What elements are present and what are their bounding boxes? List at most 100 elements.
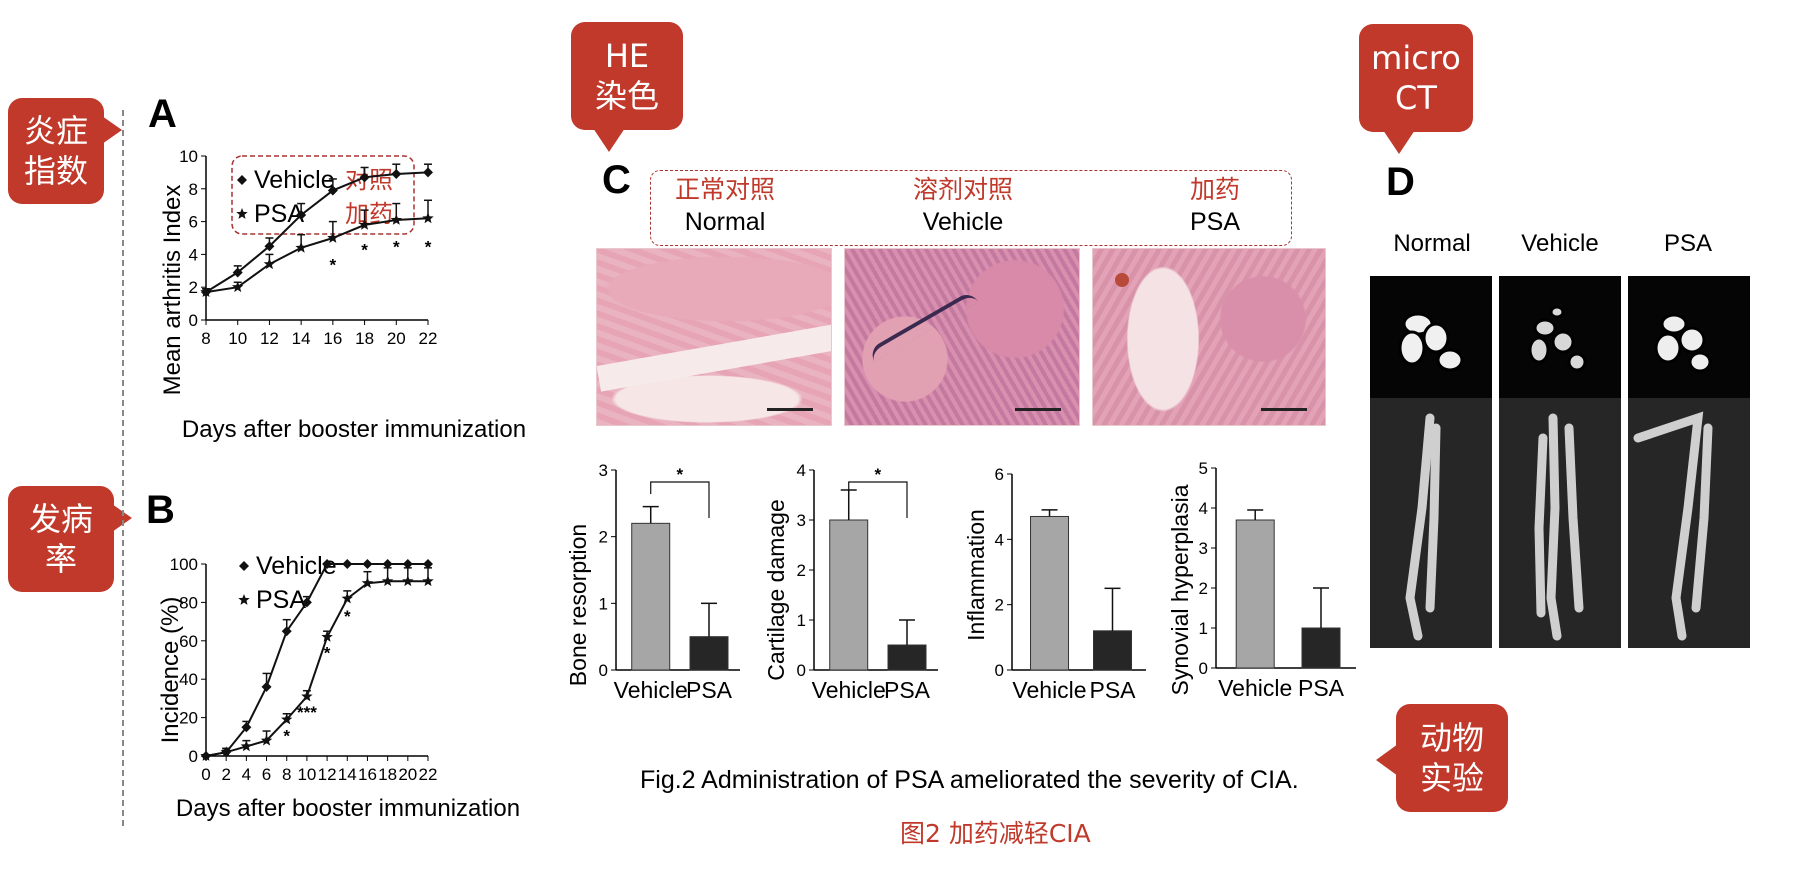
- chart-a-point-vehicle: [327, 185, 338, 196]
- chart-b-x-tick-label: 6: [262, 765, 271, 784]
- chart-b-x-tick-label: 4: [242, 765, 251, 784]
- chart-b-x-tick-label: 0: [201, 765, 210, 784]
- bar-c1-category-label: PSA: [686, 677, 733, 703]
- bar-c1-y-tick-label: 1: [599, 594, 608, 613]
- bar-c2-y-tick-label: 4: [797, 461, 806, 480]
- chart-a-legend-cn-vehicle: 对照: [345, 167, 393, 194]
- panel-c-group-psa-cn: 加药: [1189, 175, 1240, 204]
- microct-normal-image: [1370, 276, 1492, 648]
- chart-b-xlabel: Days after booster immunization: [176, 795, 520, 822]
- bar-c4-ylabel: Synovial hyperplasia: [1167, 484, 1193, 695]
- chart-b-point-psa: [260, 734, 273, 746]
- bar-c1-y-tick-label: 2: [599, 528, 608, 547]
- chart-b-legend-vehicle: Vehicle: [256, 552, 337, 580]
- section-divider: [122, 110, 124, 826]
- bar-c2-ylabel: Cartilage damage: [763, 499, 789, 681]
- chart-b-y-tick-label: 20: [179, 709, 198, 728]
- chart-b-significance-mark: *: [283, 726, 290, 745]
- chart-a-y-tick-label: 4: [189, 245, 198, 264]
- chart-b-x-tick-label: 16: [358, 765, 377, 784]
- bar-c2-category-label: Vehicle: [812, 677, 886, 703]
- panel-letter-c: C: [602, 158, 631, 202]
- bar-c1-ylabel: Bone resorption: [565, 524, 591, 686]
- bar-c3-y-tick-label: 2: [995, 596, 1004, 615]
- chart-a-point-vehicle: [391, 169, 402, 180]
- chart-b-point-psa: [200, 750, 212, 761]
- bar-c3-bar-vehicle: [1030, 515, 1070, 671]
- chart-a-xlabel: Days after booster immunization: [182, 416, 526, 443]
- chart-a-legend-psa: PSA: [254, 200, 304, 228]
- bar-c2-significance-mark: *: [875, 465, 882, 484]
- chart-a-point-psa: [263, 258, 276, 270]
- chart-b-point-vehicle: [382, 559, 393, 569]
- chart-b-x-tick-label: 20: [398, 765, 417, 784]
- chart-a-point-psa: [358, 218, 371, 230]
- chart-b-point-psa: [240, 740, 253, 752]
- bar-c4-y-tick-label: 3: [1199, 539, 1208, 558]
- chart-b-y-tick-label: 100: [170, 555, 198, 574]
- chart-a-significance-mark: *: [425, 237, 432, 256]
- chart-a-x-tick-label: 14: [292, 329, 311, 348]
- bar-c4-bar-vehicle: [1235, 519, 1275, 669]
- chart-b-significance-mark: *: [324, 644, 331, 663]
- chart-a-y-tick-label: 10: [179, 150, 198, 166]
- panel-c-group-vehicle-cn: 溶剂对照: [912, 175, 1013, 204]
- panel-d-col-psa: PSA: [1663, 230, 1713, 257]
- bar-c4-y-tick-label: 4: [1199, 499, 1208, 518]
- callout-inflammation-index-text: 炎症 指数: [23, 112, 88, 190]
- chart-b-x-tick-label: 18: [378, 765, 397, 784]
- chart-b-x-tick-label: 14: [338, 765, 357, 784]
- panel-d-col-normal: Normal: [1393, 230, 1471, 257]
- bar-c4-y-tick-label: 1: [1199, 619, 1208, 638]
- chart-a-significance-mark: *: [393, 237, 400, 256]
- chart-a-point-psa: [422, 212, 434, 224]
- chart-a-significance-mark: *: [330, 255, 337, 274]
- chart-b-x-tick-label: 2: [221, 765, 230, 784]
- bar-c2-y-tick-label: 3: [797, 511, 806, 530]
- figure-caption-en: Fig.2 Administration of PSA ameliorated …: [640, 766, 1299, 794]
- chart-b-y-tick-label: 60: [179, 632, 198, 651]
- bar-c3-ylabel: Inflammation: [963, 509, 989, 641]
- callout-micro-ct-text: micro CT: [1371, 39, 1461, 117]
- histology-normal-image: [596, 248, 832, 426]
- bar-c4-y-tick-label: 2: [1199, 579, 1208, 598]
- bar-c1-bar-psa: [689, 636, 729, 671]
- chart-b-point-vehicle: [402, 559, 413, 569]
- chart-a-legend-vehicle: Vehicle: [254, 166, 335, 194]
- bar-c3-category-label: Vehicle: [1012, 677, 1086, 703]
- panel-c-group-psa: 加药 PSA: [1140, 174, 1290, 238]
- chart-b-point-psa: [341, 592, 353, 604]
- chart-b-y-tick-label: 40: [179, 670, 198, 689]
- chart-a-point-psa: [390, 214, 402, 225]
- chart-a-point-psa: [232, 281, 244, 293]
- chart-a-arthritis-index: Vehicle PSA 对照 加药 Mean arthritis Index D…: [159, 150, 526, 443]
- chart-a-series-psa-line: [205, 217, 429, 294]
- bar-c3-category-label: PSA: [1089, 677, 1136, 703]
- panel-c-group-vehicle-en: Vehicle: [922, 208, 1004, 236]
- chart-b-legend-marker-vehicle: [239, 561, 249, 571]
- chart-b-point-vehicle: [261, 681, 272, 692]
- histology-psa-image: [1092, 248, 1326, 426]
- panel-d-col-vehicle: Vehicle: [1521, 230, 1599, 257]
- callout-inflammation-index: 炎症 指数: [8, 98, 122, 204]
- chart-b-series-vehicle-line: [205, 563, 428, 757]
- bar-c1-category-label: Vehicle: [614, 677, 688, 703]
- histology-vehicle-image: [844, 248, 1080, 426]
- chart-a-y-tick-label: 6: [189, 213, 198, 232]
- panel-c-group-psa-en: PSA: [1189, 208, 1241, 236]
- chart-b-point-vehicle: [301, 597, 312, 608]
- bar-c4-bar-psa: [1301, 627, 1341, 669]
- bar-c1-significance-bracket: [650, 481, 710, 518]
- callout-animal-experiment-text: 动物 实验: [1419, 719, 1484, 797]
- chart-b-x-tick-label: 10: [297, 765, 316, 784]
- panel-letter-d: D: [1386, 160, 1415, 204]
- chart-a-point-vehicle: [232, 267, 243, 278]
- chart-a-y-tick-label: 2: [189, 278, 198, 297]
- bar-c1-y-tick-label: 3: [599, 461, 608, 480]
- bar-c4-y-tick-label: 0: [1199, 659, 1208, 678]
- chart-a-significance-mark: *: [361, 241, 368, 260]
- chart-a-legend-marker-psa: [236, 208, 248, 219]
